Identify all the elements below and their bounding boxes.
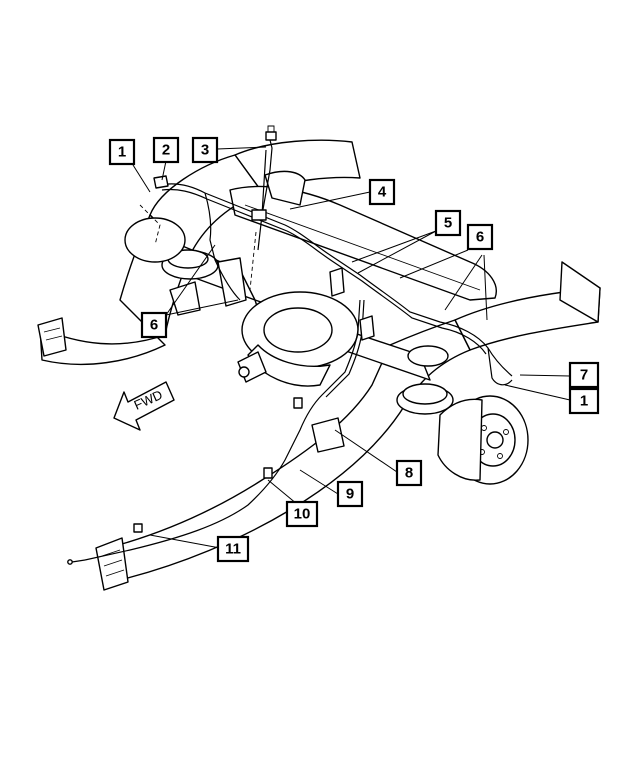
callout-label: 6	[150, 317, 158, 334]
callout-9: 9	[336, 480, 364, 508]
callout-label: 10	[294, 506, 311, 523]
callout-4: 4	[368, 178, 396, 206]
callout-label: 9	[346, 486, 354, 503]
leader-lines	[132, 146, 571, 549]
fwd-arrow: FWD	[113, 381, 175, 431]
callout-label: 3	[201, 142, 209, 159]
callout-label: 5	[444, 215, 452, 232]
callout-label: 6	[476, 229, 484, 246]
right-frame-rail	[95, 261, 601, 591]
callout-label: 2	[162, 142, 170, 159]
callout-6-right: 6	[466, 223, 494, 251]
callout-6-left: 6	[140, 311, 168, 339]
callout-11: 11	[216, 535, 250, 563]
rear-axle-assembly	[124, 217, 529, 485]
callout-7: 7	[568, 361, 600, 389]
callout-10: 10	[285, 500, 319, 528]
callout-1-right: 1	[568, 387, 600, 415]
brake-lines	[67, 125, 513, 565]
callout-label: 1	[118, 144, 126, 161]
rear-crossmember	[229, 170, 497, 301]
callout-label: 8	[405, 465, 413, 482]
callout-2: 2	[152, 136, 180, 164]
callout-3: 3	[191, 136, 219, 164]
callout-label: 11	[225, 541, 241, 558]
callout-label: 7	[580, 367, 588, 384]
callout-label: 4	[378, 184, 387, 201]
callout-1-upper-left: 1	[108, 138, 136, 166]
callout-label: 1	[580, 393, 588, 410]
callout-5: 5	[434, 209, 462, 237]
callout-8: 8	[395, 459, 423, 487]
